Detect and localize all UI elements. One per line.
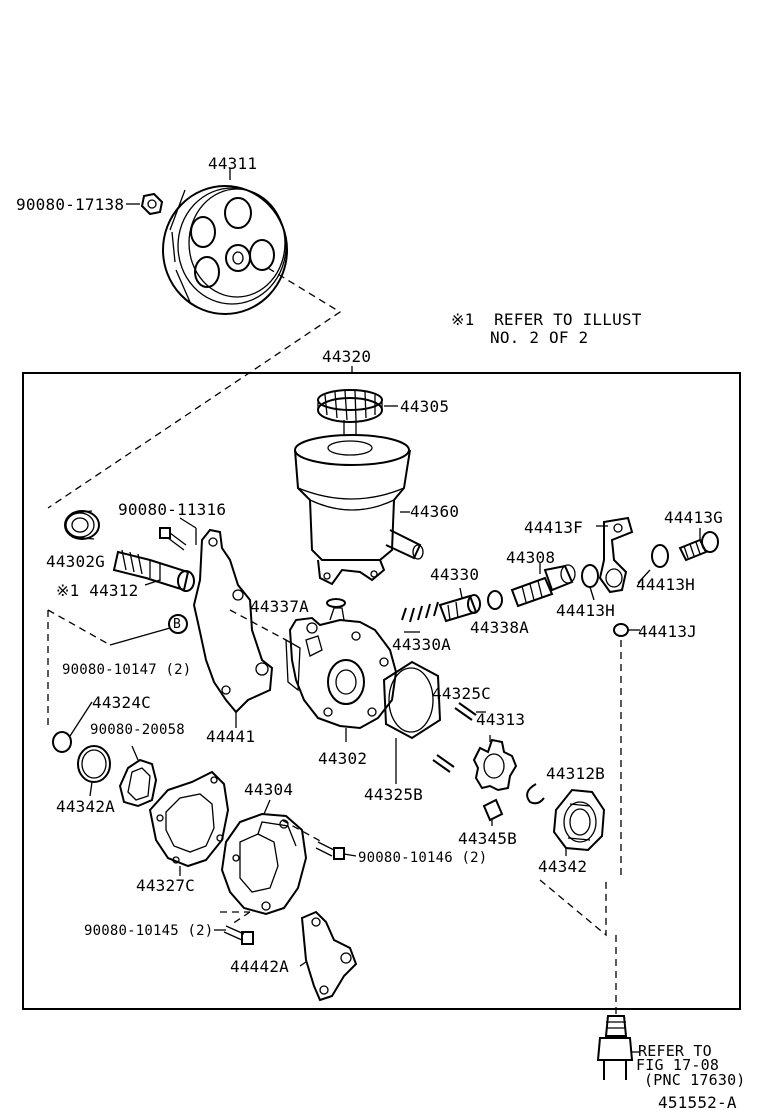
label-44324c: 44324C [92, 693, 151, 712]
label-44302: 44302 [318, 749, 368, 768]
lower-bracket [299, 910, 358, 1002]
pump-rotor [472, 735, 518, 792]
label-44330a: 44330A [392, 635, 451, 654]
label-44304: 44304 [244, 780, 294, 799]
label-90080-11316: 90080-11316 [118, 500, 227, 519]
reservoir-tank [294, 434, 424, 586]
label-44330: 44330 [430, 565, 480, 584]
label-44342: 44342 [538, 857, 588, 876]
cam-ring [382, 660, 442, 784]
bracket-bolt [159, 517, 197, 551]
label-44327c: 44327C [136, 876, 195, 895]
label-44338a: 44338A [470, 618, 529, 637]
label-44442a: 44442A [230, 957, 289, 976]
o-ring-44338a [487, 590, 503, 610]
assembly-label: 44320 [322, 347, 372, 366]
seal-ring-44342a [77, 745, 111, 783]
label-44325b: 44325B [364, 785, 423, 804]
gasket-ring-2 [651, 544, 669, 568]
label-44313: 44313 [476, 710, 526, 729]
label-44413g: 44413G [664, 508, 723, 527]
snap-ring [526, 783, 545, 805]
refer-note-line2: FIG 17-08 [636, 1056, 720, 1074]
refer-note-line3: (PNC 17630) [644, 1071, 746, 1089]
label-44413h-right: 44413H [636, 575, 695, 594]
reservoir-cap [317, 389, 383, 436]
pulley-nut [126, 192, 164, 216]
label-44302g: 44302G [46, 552, 105, 571]
o-ring-44337a [326, 598, 346, 608]
label-44413f: 44413F [524, 518, 583, 537]
cap-nut [613, 623, 640, 637]
cover-gasket [148, 770, 230, 876]
banjo-fitting [596, 516, 634, 594]
label-90080-10147: 90080-10147 (2) [62, 662, 192, 678]
rear-housing [552, 788, 606, 856]
label-90080-20058: 90080-20058 [90, 722, 185, 738]
label-44325c: 44325C [432, 684, 491, 703]
label-44413h-left: 44413H [556, 601, 615, 620]
label-44342a: 44342A [56, 797, 115, 816]
reference-note-line1: ※1 REFER TO ILLUST [451, 310, 642, 329]
pump-body [285, 607, 398, 742]
label-44305: 44305 [400, 397, 450, 416]
label-44441: 44441 [206, 727, 256, 746]
cover-bolt [315, 841, 357, 860]
label-44413j: 44413J [638, 622, 697, 641]
rear-cover [220, 799, 308, 916]
pump-vanes [482, 798, 504, 826]
dowel-pins [432, 702, 486, 773]
label-44345b: 44345B [458, 829, 517, 848]
label-90080-10145: 90080-10145 (2) [84, 923, 214, 939]
label-44312: ※1 44312 [56, 581, 139, 600]
refer-note-line1: REFER TO [638, 1042, 712, 1060]
label-44311: 44311 [208, 154, 258, 173]
gasket-ring [581, 564, 599, 588]
assembly-frame [22, 372, 741, 1010]
reference-note-line2: NO. 2 OF 2 [490, 328, 589, 347]
label-44337a: 44337A [250, 597, 309, 616]
relief-spring [401, 601, 439, 633]
oil-seal [64, 510, 100, 540]
gasket-small [118, 745, 158, 808]
label-44308: 44308 [506, 548, 556, 567]
label-44312b: 44312B [546, 764, 605, 783]
o-ring-44324c [52, 731, 72, 753]
figure-id: 451552-A [658, 1093, 737, 1112]
flow-control-valve [438, 587, 481, 623]
bracket-bolt-lower [214, 925, 254, 945]
pump-bracket [192, 528, 274, 728]
marker-b-letter: B [173, 617, 182, 632]
pump-shaft [112, 549, 195, 592]
label-44360: 44360 [410, 502, 460, 521]
label-90080-17138: 90080-17138 [16, 195, 125, 214]
union-fitting [510, 563, 576, 608]
pulley-part [162, 185, 288, 315]
marker-circle-b [168, 614, 188, 634]
union-bolt [678, 528, 719, 562]
label-90080-10146: 90080-10146 (2) [358, 850, 488, 866]
pressure-switch [596, 1015, 640, 1080]
